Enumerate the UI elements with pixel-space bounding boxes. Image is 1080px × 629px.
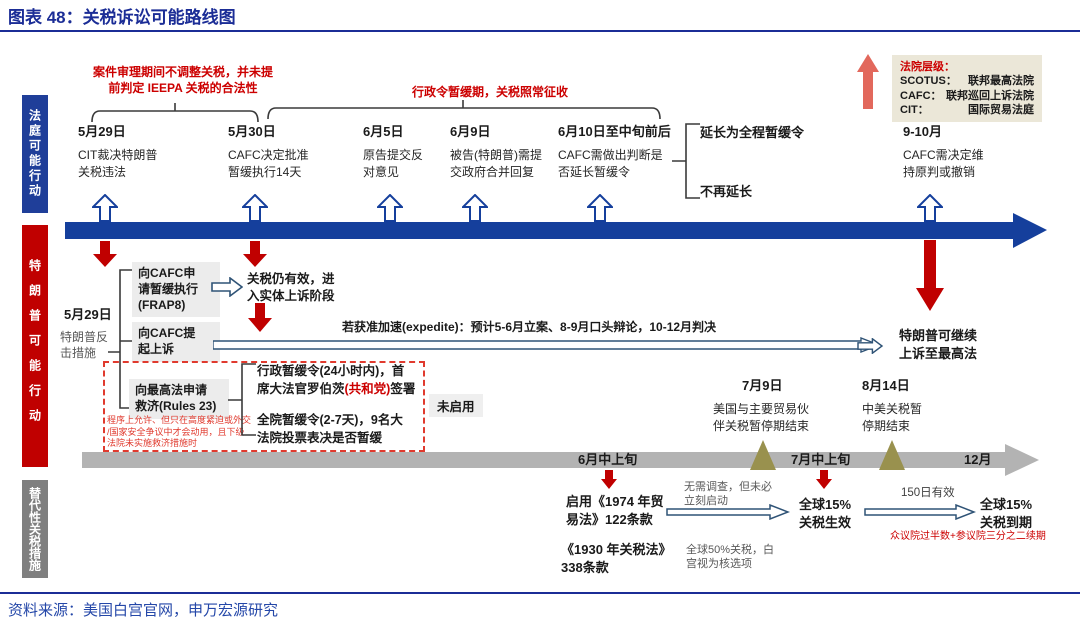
milestone-triangle-icon — [750, 440, 776, 470]
admin-stay-line1: 行政暂缓令(24小时内)，首 — [257, 364, 405, 378]
trump-date: 5月29日 — [64, 307, 112, 322]
outcome-no-extend: 不再延长 — [700, 184, 753, 199]
row-label-court-actions: 法庭可能行动 — [22, 95, 48, 213]
legend-row: CAFC：联邦巡回上诉法院 — [900, 89, 1034, 102]
brace-icon — [228, 363, 256, 436]
appeal-box: 向CAFC提 起上诉 — [132, 322, 220, 362]
scotus-footnote: 程序上允许、但只在高度紧迫或外交 /国家安全争议中才会动用，且下级 法院未实施救… — [107, 415, 252, 449]
event-desc: CAFC决定批准 暂缓执行14天 — [228, 148, 309, 179]
event-desc: 被告(特朗普)需提 交政府合并回复 — [450, 148, 542, 179]
brace-icon — [108, 269, 134, 409]
bracket-icon — [267, 100, 661, 120]
bracket-icon — [91, 103, 259, 123]
event-desc: CAFC需决定维 持原判或撤销 — [903, 148, 984, 179]
tariff-act-1930: 《1930 年关税法》 338条款 — [561, 542, 672, 575]
red-down-arrow-icon — [916, 240, 944, 311]
outcome-extend: 延长为全程暂缓令 — [700, 125, 805, 140]
right-arrow-icon — [864, 504, 976, 520]
event-date: 6月9日 — [450, 124, 491, 139]
up-arrow-icon — [462, 194, 488, 222]
not-used-badge: 未启用 — [429, 394, 483, 417]
salmon-up-arrow-icon — [857, 54, 879, 109]
global15-effective: 全球15% 关税生效 — [799, 497, 852, 530]
page-title: 图表 48：关税诉讼可能路线图 — [8, 8, 236, 27]
global15-expire: 全球15% 关税到期 — [980, 497, 1033, 530]
up-arrow-icon — [917, 194, 943, 222]
event-desc: 原告提交反 对意见 — [363, 148, 424, 179]
court-timeline-arrowhead-icon — [1013, 213, 1047, 248]
admin-stay-line2: 席大法官罗伯茨(共和党)签署 — [257, 381, 416, 396]
stay-result-text: 关税仍有效，进 入实体上诉阶段 — [247, 272, 335, 303]
event-date: 5月29日 — [78, 124, 126, 139]
right-arrow-icon — [666, 504, 790, 520]
alt-timeline-bar — [82, 452, 1007, 468]
event-date: 6月5日 — [363, 124, 404, 139]
event-date: 9-10月 — [903, 124, 943, 139]
footer-divider — [0, 592, 1080, 594]
brace-icon — [672, 123, 700, 199]
bar-label-june: 6月中上旬 — [578, 452, 638, 467]
event-date: 6月10日至中旬前后 — [558, 124, 671, 139]
court-level-legend: 法院层级： SCOTUS：联邦最高法院 CAFC：联邦巡回上诉法院 CIT：国际… — [892, 55, 1042, 123]
milestone-date: 7月9日 — [742, 378, 783, 393]
scotus-relief-box: 向最高法申请 救济(Rules 23) — [129, 379, 229, 419]
row-label-trump-actions: 特朗普可能行动 — [22, 225, 48, 467]
event-desc: CAFC需做出判断是 否延长暂缓令 — [558, 148, 663, 179]
red-down-arrow-icon — [93, 241, 117, 267]
bar-label-july: 7月中上旬 — [791, 452, 851, 467]
row-label-alt-measures: 替代性关税措施 — [22, 480, 48, 578]
expedite-note: 若获准加速(expedite)：预计5-6月立案、8-9月口头辩论，10-12月… — [342, 320, 717, 334]
event-desc: CIT裁决特朗普 关税违法 — [78, 148, 158, 179]
red-down-arrow-icon — [243, 241, 267, 267]
no-investigation-note: 无需调查，但未必 立刻启动 — [684, 481, 772, 508]
valid-150-days: 150日有效 — [901, 487, 955, 499]
stay-request-box: 向CAFC申 请暂缓执行 (FRAP8) — [132, 262, 220, 318]
event-date: 5月30日 — [228, 124, 276, 139]
renewal-note: 众议院过半数+参议院三分之二续期 — [890, 531, 1046, 542]
long-right-arrow-icon — [213, 337, 881, 353]
right-arrow-icon — [211, 277, 243, 297]
admin-stay-option: 行政暂缓令(24小时内)，首 席大法官罗伯茨(共和党)签署 — [257, 363, 415, 398]
annotation-case-review: 案件审理期间不调整关税，并未提 前判定 IEEPA 关税的合法性 — [92, 65, 273, 96]
party-label: (共和党) — [344, 381, 391, 396]
court-timeline-bar — [65, 222, 1015, 239]
alt-timeline-arrowhead-icon — [1005, 444, 1039, 476]
trade-act-1974: 启用《1974 年贸 易法》122条款 — [566, 494, 664, 527]
legend-title: 法院层级： — [900, 61, 955, 73]
milestone-desc: 中美关税暂 停期结束 — [862, 402, 923, 433]
annotation-stay-period: 行政令暂缓期，关税照常征收 — [411, 85, 568, 99]
title-divider — [0, 30, 1080, 32]
red-down-arrow-icon — [248, 303, 272, 332]
appeal-result-text: 特朗普可继续 上诉至最高法 — [899, 328, 978, 361]
source-note: 资料来源：美国白宫官网，申万宏源研究 — [8, 602, 279, 619]
milestone-desc: 美国与主要贸易伙 伴关税暂停期结束 — [713, 402, 810, 433]
legend-row: SCOTUS：联邦最高法院 — [900, 75, 1034, 88]
red-down-arrow-icon — [816, 470, 832, 489]
trump-counter-label: 特朗普反 击措施 — [60, 330, 109, 361]
up-arrow-icon — [92, 194, 118, 222]
full-court-stay-option: 全院暂缓令(2-7天)，9名大 法院投票表决是否暂缓 — [257, 413, 403, 445]
bar-label-december: 12月 — [964, 452, 992, 467]
legend-row: CIT：国际贸易法庭 — [900, 103, 1034, 116]
right-arrow-icon — [857, 338, 884, 354]
milestone-triangle-icon — [879, 440, 905, 470]
up-arrow-icon — [377, 194, 403, 222]
red-down-arrow-icon — [601, 470, 617, 489]
nuclear-option-note: 全球50%关税，白 宫视为核选项 — [686, 544, 775, 571]
milestone-date: 8月14日 — [862, 378, 910, 393]
up-arrow-icon — [242, 194, 268, 222]
up-arrow-icon — [587, 194, 613, 222]
scotus-relief-dashed-box — [103, 361, 425, 452]
